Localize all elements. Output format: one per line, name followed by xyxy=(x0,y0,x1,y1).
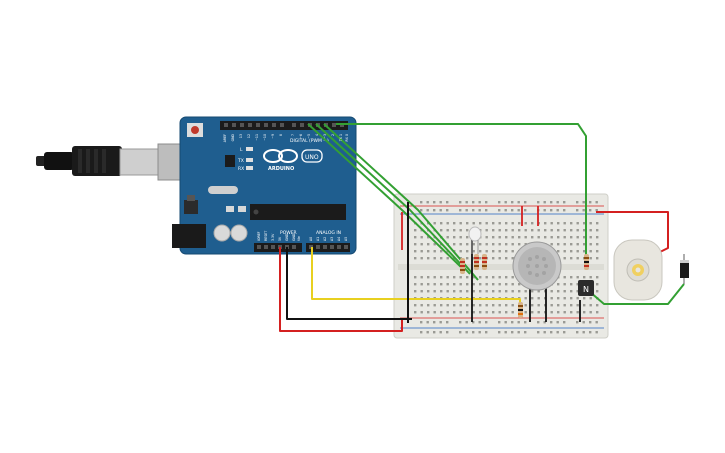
analog-pin-label: A1 xyxy=(316,237,320,241)
wire-green-pin-1[interactable] xyxy=(307,123,463,269)
power-pin-label: GND xyxy=(285,233,289,241)
digital-pin-label: TX 1 xyxy=(339,134,343,142)
led-tx-label: TX xyxy=(237,158,244,164)
led-l xyxy=(246,147,253,151)
power-pin-label: GND xyxy=(292,233,296,241)
npn-transistor[interactable]: N xyxy=(578,280,594,296)
usb-chip xyxy=(225,155,235,167)
sensor-resistor[interactable] xyxy=(518,302,523,318)
regulator xyxy=(184,200,198,214)
digital-pin-label: RX 0 xyxy=(345,134,349,141)
power-jack[interactable] xyxy=(172,224,206,248)
analog-pin-label: A5 xyxy=(344,237,348,241)
model-label: UNO xyxy=(305,154,319,161)
digital-pin-label: 4 xyxy=(315,134,319,136)
analog-pin-label: A0 xyxy=(309,237,313,241)
power-header-label: POWER xyxy=(280,230,297,236)
gas-sensor[interactable] xyxy=(512,241,562,291)
led-rx xyxy=(246,166,253,170)
led-l-label: L xyxy=(240,147,243,153)
led-tx xyxy=(246,158,253,162)
digital-pin-label: GND xyxy=(231,133,235,141)
wire-black-gnd[interactable] xyxy=(286,247,412,320)
digital-pin-label: ~11 xyxy=(255,134,259,141)
brand-label: ARDUINO xyxy=(268,166,294,172)
analog-pin-label: A4 xyxy=(337,237,341,241)
wire-green-pin-2[interactable] xyxy=(315,123,471,275)
dc-motor[interactable] xyxy=(613,239,663,301)
digital-pin-label: 12 xyxy=(247,134,251,138)
digital-pin-label: ~9 xyxy=(271,134,275,139)
wire-red-motor[interactable] xyxy=(596,211,669,255)
digital-pin-label: 13 xyxy=(239,134,243,138)
digital-pin-label: AREF xyxy=(223,134,227,142)
arduino-logo xyxy=(263,149,323,163)
digital-pin-label: 2 xyxy=(331,134,335,136)
power-pin-label: Vin xyxy=(297,236,301,241)
analog-header-label: ANALOG IN xyxy=(316,230,341,236)
digital-header-label: DIGITAL (PWM ~) xyxy=(290,138,329,144)
digital-pin-label: 8 xyxy=(279,134,283,136)
wire-green-motor[interactable] xyxy=(589,283,685,305)
usb-cable[interactable] xyxy=(36,143,199,181)
digital-pin-label: ~6 xyxy=(299,134,303,139)
atmega-chip xyxy=(250,204,346,220)
transistor-resistor[interactable] xyxy=(584,254,589,270)
led-rx-label: RX xyxy=(238,166,244,172)
breadboard[interactable] xyxy=(393,193,609,339)
led-resistors[interactable] xyxy=(460,254,487,274)
digital-pin-label: ~5 xyxy=(307,134,311,139)
analog-header xyxy=(306,243,350,252)
wire-green-pin-3[interactable] xyxy=(323,123,479,281)
analog-pin-label: A2 xyxy=(323,237,327,241)
digital-pin-label: ~3 xyxy=(323,134,327,139)
arduino-uno-board[interactable]: DIGITAL (PWM ~) L TX RX UNO ARDUINO xyxy=(172,116,357,255)
crystal xyxy=(208,186,238,194)
power-pin-label: IOREF xyxy=(257,231,261,241)
wire-green-d2[interactable] xyxy=(336,123,587,258)
wire-red-5v[interactable] xyxy=(279,247,403,332)
digital-pin-label: 7 xyxy=(291,134,295,136)
transistor-label: N xyxy=(583,285,589,294)
diode[interactable] xyxy=(680,254,689,284)
power-pin-label: RESET xyxy=(264,231,268,241)
power-pin-label: 5V xyxy=(278,236,282,241)
rgb-led[interactable] xyxy=(468,226,482,254)
power-pin-label: 3.3V xyxy=(271,233,275,241)
analog-pin-label: A3 xyxy=(330,237,334,241)
capacitor-1 xyxy=(213,224,231,242)
capacitor-2 xyxy=(230,224,248,242)
digital-pin-label: ~10 xyxy=(263,134,267,141)
